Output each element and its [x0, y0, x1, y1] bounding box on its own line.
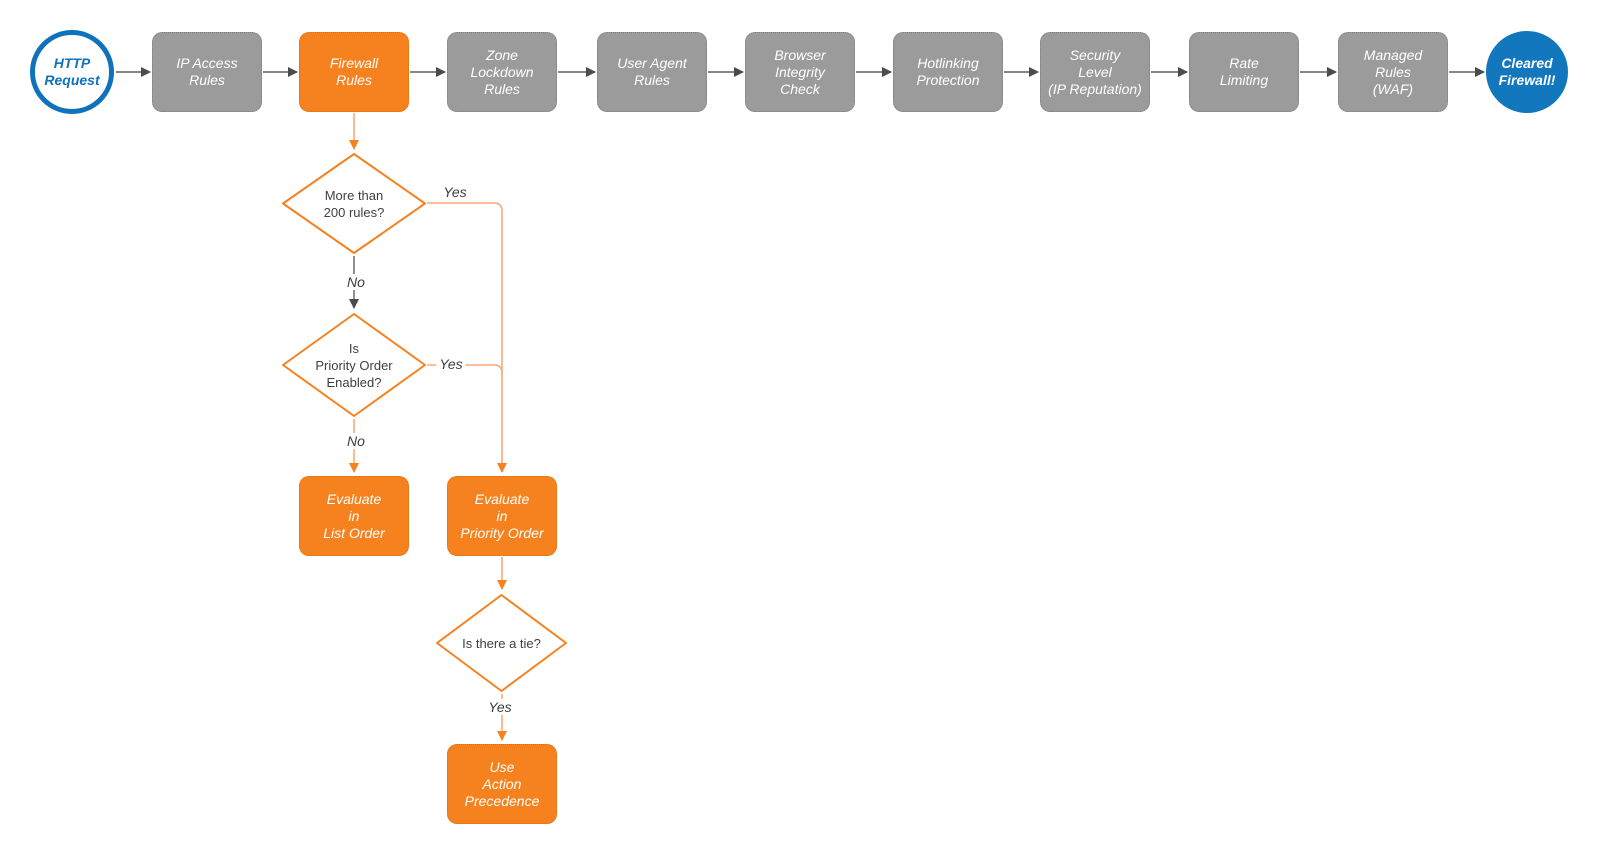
diamond-shape — [282, 153, 426, 254]
stage-firewall-rules: Firewall Rules — [299, 32, 409, 112]
stage-label: Firewall Rules — [329, 55, 379, 88]
connector-decision1-yes-to-priority-order — [427, 202, 507, 473]
action-label: Use Action Precedence — [464, 758, 540, 809]
edge-label-no-1: No — [344, 274, 368, 290]
decision-priority-order-enabled: Is Priority Order Enabled? — [281, 312, 427, 418]
stage-rate-limiting: Rate Limiting — [1189, 32, 1299, 112]
stage-hotlinking-protection: Hotlinking Protection — [893, 32, 1003, 112]
stage-label: User Agent Rules — [617, 55, 687, 88]
node-cleared-firewall-label: Cleared Firewall! — [1498, 55, 1556, 88]
stage-browser-integrity-check: Browser Integrity Check — [745, 32, 855, 112]
edge-label-no-2: No — [344, 433, 368, 449]
stage-security-level-ip-reputation: Security Level (IP Reputation) — [1040, 32, 1150, 112]
stage-label: Zone Lockdown Rules — [470, 46, 534, 97]
decision-label: Is there a tie? — [462, 635, 541, 651]
stage-managed-rules-waf: Managed Rules (WAF) — [1338, 32, 1448, 112]
node-http-request-label: HTTP Request — [44, 55, 100, 88]
stage-ip-access-rules: IP Access Rules — [152, 32, 262, 112]
stage-label: Rate Limiting — [1219, 55, 1269, 88]
stage-label: Hotlinking Protection — [916, 55, 980, 88]
connector-decision2-yes-join — [427, 364, 503, 374]
decision-label: Is Priority Order Enabled? — [315, 340, 393, 390]
action-evaluate-in-priority-order: Evaluate in Priority Order — [447, 476, 557, 556]
edge-label-yes-2: Yes — [436, 356, 466, 372]
decision-more-than-200-rules: More than 200 rules? — [281, 152, 427, 255]
stage-user-agent-rules: User Agent Rules — [597, 32, 707, 112]
diamond-shape — [282, 313, 426, 417]
decision-is-there-a-tie: Is there a tie? — [435, 593, 568, 693]
edge-label-yes-3: Yes — [485, 699, 515, 715]
stage-zone-lockdown-rules: Zone Lockdown Rules — [447, 32, 557, 112]
stage-label: Browser Integrity Check — [774, 46, 826, 97]
node-cleared-firewall: Cleared Firewall! — [1486, 31, 1568, 113]
edge-label-yes-1: Yes — [440, 184, 470, 200]
decision-label: More than 200 rules? — [323, 187, 385, 220]
action-use-action-precedence: Use Action Precedence — [447, 744, 557, 824]
node-http-request: HTTP Request — [30, 30, 114, 114]
stage-label: Security Level (IP Reputation) — [1048, 46, 1142, 97]
action-evaluate-in-list-order: Evaluate in List Order — [299, 476, 409, 556]
diamond-shape — [436, 594, 567, 692]
stage-label: Managed Rules (WAF) — [1363, 46, 1423, 97]
action-label: Evaluate in List Order — [323, 490, 385, 541]
action-label: Evaluate in Priority Order — [460, 490, 544, 541]
stage-label: IP Access Rules — [176, 55, 238, 88]
